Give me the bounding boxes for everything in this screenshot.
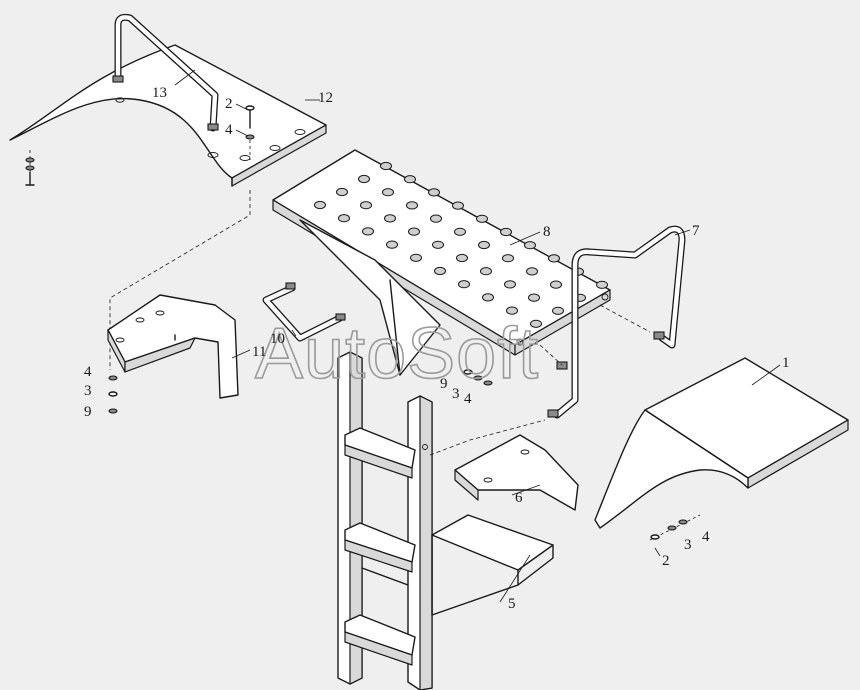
part-13-handrail xyxy=(112,13,219,132)
part-8-platform xyxy=(272,149,611,376)
platform-dimple xyxy=(338,214,350,223)
part-6-bracket xyxy=(454,434,579,511)
platform-dimple xyxy=(428,188,440,197)
part-12-fender xyxy=(9,44,327,187)
assembly-line-7 xyxy=(599,304,651,333)
platform-dimple xyxy=(386,240,398,249)
platform-dimple xyxy=(596,280,608,289)
platform-dimple xyxy=(454,227,466,236)
callout-6: 6 xyxy=(515,490,523,506)
platform-dimple xyxy=(336,187,348,197)
callout-9-left: 9 xyxy=(84,404,92,420)
platform-dimple xyxy=(406,201,418,210)
callout-10: 10 xyxy=(270,331,285,347)
platform-dimple xyxy=(404,175,416,184)
platform-dimple xyxy=(384,214,396,223)
assembly-line-fender-to-bracket xyxy=(109,190,251,370)
part-11-bracket xyxy=(107,294,239,399)
platform-dimple xyxy=(500,227,512,237)
platform-dimple xyxy=(548,254,560,263)
platform-dimple xyxy=(550,280,562,289)
callout-11: 11 xyxy=(252,344,266,360)
part-7-handrail xyxy=(547,225,686,419)
platform-dimple xyxy=(480,267,492,276)
platform-dimple xyxy=(502,254,514,263)
platform-dimple xyxy=(458,280,470,289)
callout-13: 13 xyxy=(152,85,167,101)
platform-dimple xyxy=(478,240,490,250)
platform-dimple xyxy=(314,200,326,210)
callout-3-mid: 3 xyxy=(452,386,460,402)
platform-dimple xyxy=(432,240,444,249)
watermark-text: AutoSoft xyxy=(255,314,539,394)
fastener-stack-left xyxy=(25,150,35,186)
platform-dimple xyxy=(382,188,394,197)
fastener-stack-11 xyxy=(108,375,118,414)
callout-3-left: 3 xyxy=(84,383,92,399)
platform-dimple xyxy=(504,280,516,289)
platform-dimple xyxy=(410,253,422,262)
platform-dimple xyxy=(434,266,446,276)
callout-labels: 13 12 2 4 8 7 1 10 11 4 3 9 9 3 4 6 5 2 … xyxy=(84,85,790,612)
platform-dimple xyxy=(430,214,442,223)
platform-dimple xyxy=(358,174,370,184)
callout-7: 7 xyxy=(692,223,700,239)
callout-4: 4 xyxy=(225,122,233,138)
callout-1: 1 xyxy=(782,355,790,371)
platform-dimple xyxy=(360,201,372,210)
callout-2: 2 xyxy=(225,96,233,112)
platform-dimple xyxy=(408,227,420,236)
platform-dimple xyxy=(552,306,564,315)
platform-dimple xyxy=(452,201,464,210)
part-1-fender xyxy=(594,357,849,529)
callout-3-right: 3 xyxy=(684,537,692,553)
assembly-line-7b xyxy=(539,344,563,366)
callout-2-right: 2 xyxy=(662,553,670,569)
platform-dimple xyxy=(528,293,540,302)
fastener-stack-8 xyxy=(463,369,493,386)
platform-dimple xyxy=(526,267,538,276)
platform-dimple xyxy=(506,306,518,315)
platform-dimple xyxy=(482,293,494,302)
platform-dimple xyxy=(524,241,536,250)
assembly-line-6 xyxy=(429,419,546,456)
callout-5: 5 xyxy=(508,596,516,612)
platform-dimple xyxy=(530,319,542,328)
platform-dimple xyxy=(456,253,468,263)
callout-9-mid: 9 xyxy=(440,376,448,392)
callout-8: 8 xyxy=(543,224,551,240)
fastener-stack-1 xyxy=(649,514,701,541)
callout-12: 12 xyxy=(318,90,333,106)
leader-lines xyxy=(174,69,781,603)
platform-dimple xyxy=(362,227,374,236)
callout-4-mid: 4 xyxy=(464,391,472,407)
part-5-ladder xyxy=(337,351,554,690)
platform-dimple xyxy=(380,161,392,171)
callout-4-left: 4 xyxy=(84,364,92,380)
callout-4-right: 4 xyxy=(702,529,710,545)
part-10-handle xyxy=(262,282,346,342)
platform-dimple xyxy=(476,214,488,223)
